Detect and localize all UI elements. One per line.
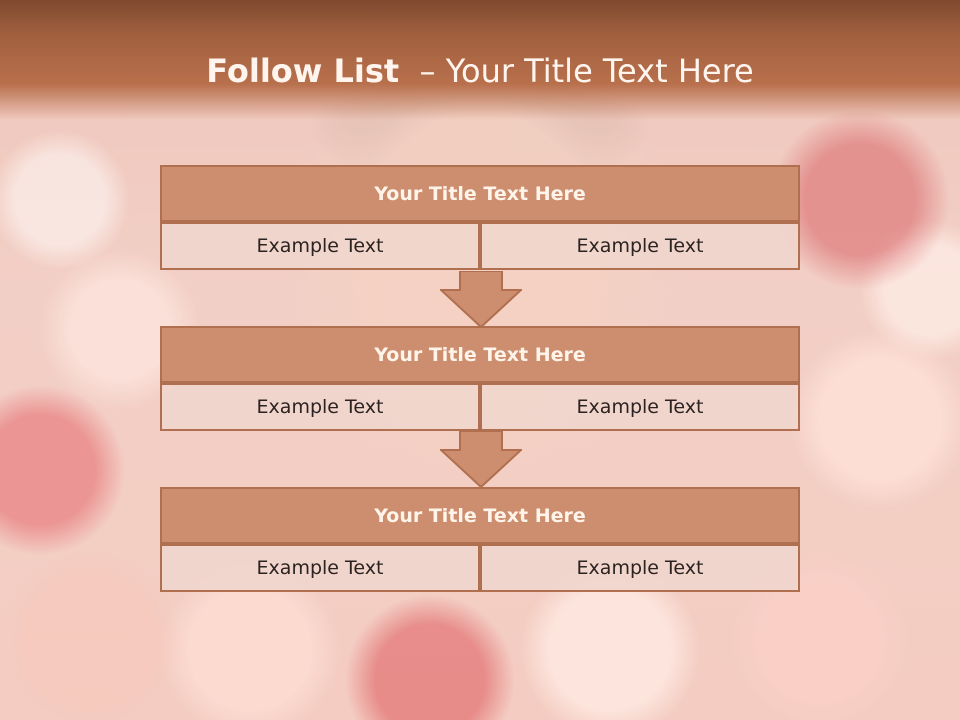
down-arrow-icon <box>440 431 522 488</box>
header-band <box>0 0 960 120</box>
step-card-1: Your Title Text Here Example Text Exampl… <box>160 165 800 270</box>
step-card-2: Your Title Text Here Example Text Exampl… <box>160 326 800 431</box>
step-card-cell-left: Example Text <box>160 222 480 270</box>
step-card-title: Your Title Text Here <box>160 326 800 383</box>
step-card-cell-right: Example Text <box>480 383 800 431</box>
down-arrow-icon <box>440 271 522 328</box>
step-card-3: Your Title Text Here Example Text Exampl… <box>160 487 800 592</box>
step-card-cell-right: Example Text <box>480 222 800 270</box>
step-card-cell-right: Example Text <box>480 544 800 592</box>
step-card-cell-left: Example Text <box>160 544 480 592</box>
step-card-title: Your Title Text Here <box>160 487 800 544</box>
slide-title-rest: – Your Title Text Here <box>419 52 754 90</box>
slide-title-bold: Follow List <box>206 52 400 90</box>
step-card-title: Your Title Text Here <box>160 165 800 222</box>
slide-title: Follow List – Your Title Text Here <box>0 52 960 90</box>
step-card-cell-left: Example Text <box>160 383 480 431</box>
